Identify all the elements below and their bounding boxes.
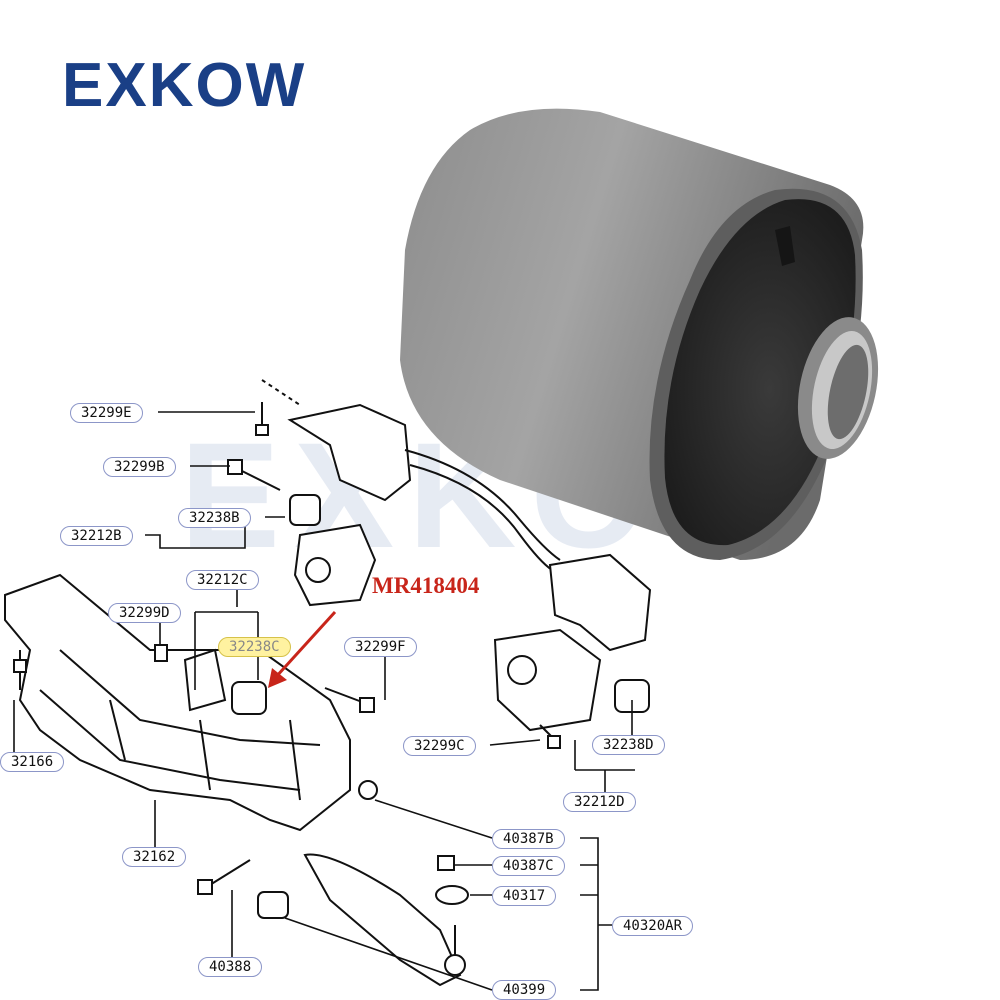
label-32166: 32166 (0, 752, 65, 772)
label-32238d: 32238D (592, 735, 665, 755)
label-32212d: 32212D (563, 792, 636, 812)
bushing-photo (400, 108, 879, 561)
exploded-diagram (4, 379, 652, 987)
leader-lines (13, 411, 635, 991)
brand-logo: EXKOW (62, 51, 307, 120)
label-40388: 40388 (198, 957, 263, 977)
label-32299e: 32299E (70, 403, 143, 423)
label-32162: 32162 (122, 847, 187, 867)
label-40387b: 40387B (492, 829, 565, 849)
label-32212c: 32212C (186, 570, 259, 590)
label-32299c: 32299C (403, 736, 476, 756)
callout-part-number: MR418404 (372, 573, 480, 598)
label-32299b: 32299B (103, 457, 176, 477)
label-40399: 40399 (492, 980, 557, 1000)
label-32238c: 32238C (218, 637, 291, 657)
label-32238b: 32238B (178, 508, 251, 528)
label-40320ar: 40320AR (612, 916, 694, 936)
callout-arrow (268, 610, 337, 688)
label-40317: 40317 (492, 886, 557, 906)
label-40387c: 40387C (492, 856, 565, 876)
label-32299f: 32299F (344, 637, 417, 657)
label-32299d: 32299D (108, 603, 181, 623)
label-32212b: 32212B (60, 526, 133, 546)
